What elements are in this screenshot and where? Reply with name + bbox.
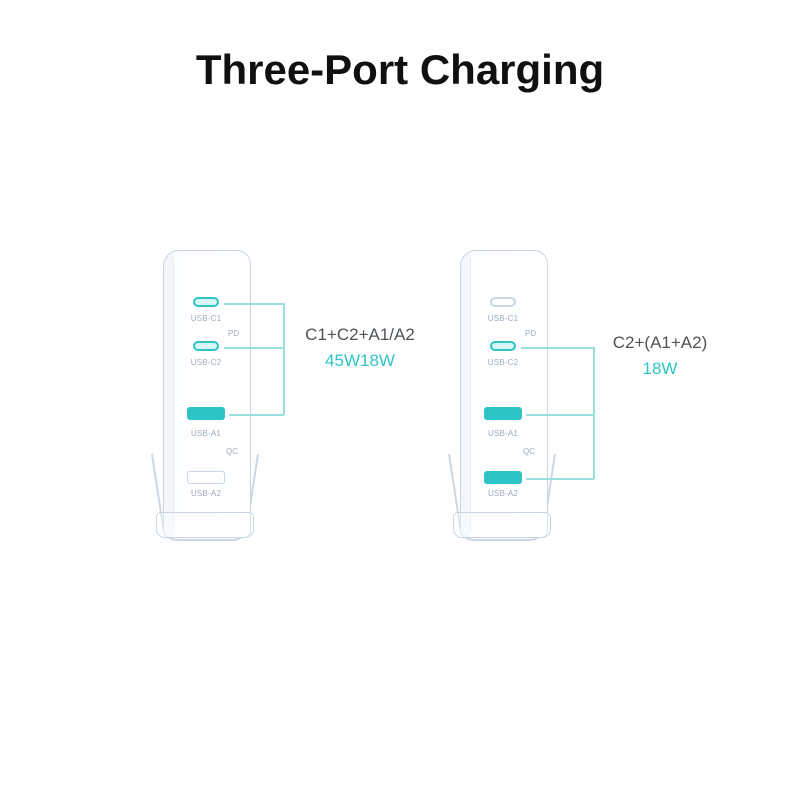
- usb-c2-label: USB-C2: [487, 358, 519, 367]
- pd-badge: PD: [525, 329, 537, 338]
- body-seam: [470, 257, 471, 531]
- usb-a2-label: USB-A2: [190, 489, 222, 498]
- callout-line-c2: [521, 347, 594, 349]
- usb-c2-port: [193, 341, 219, 351]
- usb-c1-label: USB-C1: [190, 314, 222, 323]
- usb-c2-label: USB-C2: [190, 358, 222, 367]
- callout-line-c1: [224, 303, 284, 305]
- callout-combo-label: C1+C2+A1/A2: [305, 325, 415, 344]
- callout-line-a1: [526, 414, 594, 416]
- callout-line-c2: [224, 347, 284, 349]
- callout-combo-label: C2+(A1+A2): [612, 333, 708, 352]
- usb-c1-label: USB-C1: [487, 314, 519, 323]
- usb-a1-port: [187, 407, 225, 420]
- usb-a1-label: USB-A1: [190, 429, 222, 438]
- page-title: Three-Port Charging: [195, 46, 605, 93]
- usb-c1-port: [193, 297, 219, 307]
- callout-watts-label: 45W18W: [325, 351, 395, 370]
- qc-badge: QC: [226, 447, 238, 456]
- charger-right: USB-C1 PD USB-C2 USB-A1 QC USB-A2 C2+(A1…: [437, 248, 757, 568]
- callout-line-vertical: [593, 347, 595, 479]
- usb-c2-port: [490, 341, 516, 351]
- charger-left: USB-C1 PD USB-C2 USB-A1 QC USB-A2 C1+C2+…: [140, 248, 460, 568]
- callout-line-vertical: [283, 303, 285, 415]
- usb-a2-port: [187, 471, 225, 484]
- qc-badge: QC: [523, 447, 535, 456]
- stand-front-lip: [156, 512, 254, 538]
- callout-line-a2: [526, 478, 594, 480]
- usb-a1-label: USB-A1: [487, 429, 519, 438]
- pd-badge: PD: [228, 329, 240, 338]
- usb-a2-label: USB-A2: [487, 489, 519, 498]
- usb-a1-port: [484, 407, 522, 420]
- body-seam: [173, 257, 174, 531]
- callout-line-a1: [229, 414, 284, 416]
- usb-c1-port: [490, 297, 516, 307]
- stand-front-lip: [453, 512, 551, 538]
- callout-watts-label: 18W: [642, 359, 678, 378]
- usb-a2-port: [484, 471, 522, 484]
